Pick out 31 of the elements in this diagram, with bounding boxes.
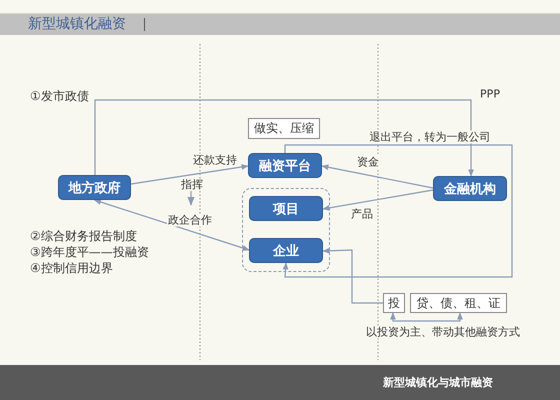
- annotation: 指挥: [181, 178, 203, 191]
- text-box: 投: [383, 293, 405, 313]
- group-frame: [242, 188, 330, 272]
- edge-label: PPP: [479, 88, 501, 100]
- arrow: [322, 248, 383, 304]
- footer-text: 新型城镇化与城市融资: [383, 376, 493, 389]
- list-item: ④控制信用边界: [30, 262, 113, 275]
- edge-label: 产品: [350, 208, 374, 220]
- process-box: 融资平台: [248, 153, 322, 178]
- arrow: [321, 164, 434, 189]
- list-item: ③跨年度平——投融资: [30, 246, 149, 259]
- list-item: ①发市政债: [30, 90, 89, 103]
- list-item: ②综合财务报告制度: [30, 230, 137, 243]
- arrow: [94, 99, 474, 177]
- note-box: 做实、压缩: [248, 118, 320, 139]
- edge-label: 资金: [356, 156, 380, 168]
- process-box: 项目: [249, 196, 323, 221]
- arrow: [130, 164, 249, 185]
- edge-label: 退出平台，转为一般公司: [368, 130, 492, 144]
- title: 新型城镇化融资: [28, 16, 126, 33]
- edge-label: 政企合作: [167, 214, 213, 226]
- arrow: [94, 199, 250, 251]
- arrow: [282, 144, 513, 278]
- text-box: 贷、债、租、证: [410, 293, 507, 313]
- edge-label: 还款支持: [192, 154, 238, 166]
- process-box: 金融机构: [433, 176, 507, 201]
- government-box: 地方政府: [58, 175, 131, 200]
- process-box: 企业: [249, 238, 323, 263]
- arrow: [390, 312, 463, 322]
- edge-label: 以投资为主、带动其他融资方式: [365, 326, 521, 338]
- arrow: [322, 189, 434, 211]
